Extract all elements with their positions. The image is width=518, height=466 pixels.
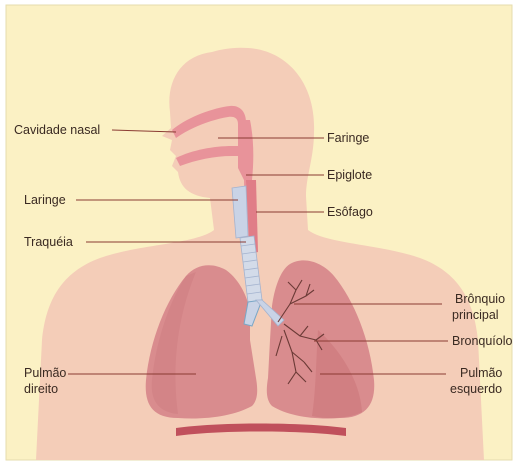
label-faringe: Faringe: [327, 131, 369, 145]
label-bronquio-principal-line2: principal: [452, 308, 499, 322]
label-pulmao-direito-line1: Pulmão: [24, 366, 66, 380]
label-bronquiolo: Bronquíolo: [452, 334, 513, 348]
label-cavidade-nasal: Cavidade nasal: [14, 123, 100, 137]
label-pulmao-esquerdo-line2: esquerdo: [450, 382, 502, 396]
label-epiglote: Epiglote: [327, 168, 372, 182]
label-laringe: Laringe: [24, 193, 66, 207]
label-pulmao-direito-line2: direito: [24, 382, 58, 396]
label-esofago: Esôfago: [327, 205, 373, 219]
label-bronquio-principal-line1: Brônquio: [455, 292, 505, 306]
label-traqueia: Traquéia: [24, 235, 73, 249]
label-pulmao-esquerdo-line1: Pulmão: [460, 366, 502, 380]
